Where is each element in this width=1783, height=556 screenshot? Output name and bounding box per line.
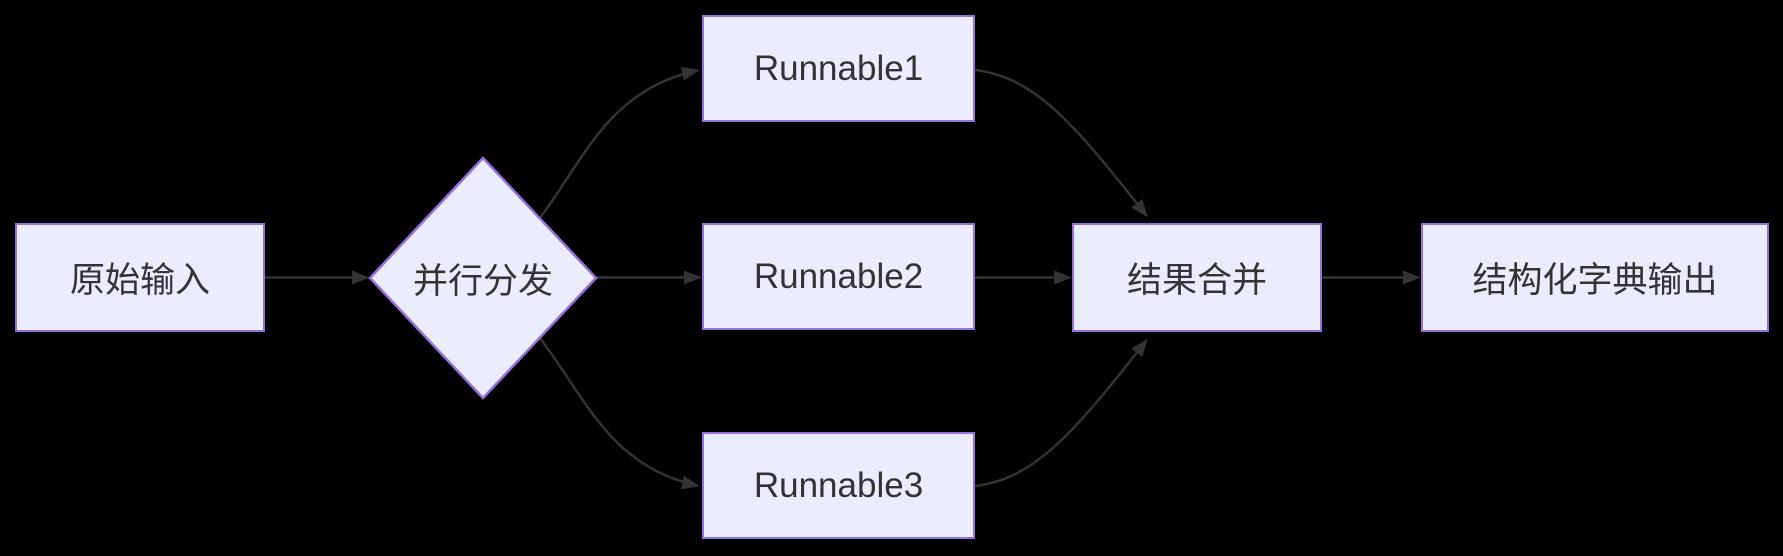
node-dict-output: 结构化字典输出 [1421, 223, 1769, 332]
node-runnable1: Runnable1 [702, 15, 975, 122]
node-runnable2-label: Runnable2 [753, 256, 924, 296]
node-parallel-dispatch-label: 并行分发 [412, 261, 553, 301]
edge-runnable3-to-result-merge [974, 338, 1148, 488]
edge-parallel-dispatch-to-runnable1 [538, 66, 700, 220]
node-raw-input: 原始输入 [15, 223, 265, 332]
node-parallel-dispatch: 并行分发 [363, 248, 603, 308]
edge-parallel-dispatch-to-runnable3 [538, 336, 700, 490]
edge-runnable1-to-result-merge [974, 68, 1148, 218]
node-parallel-dispatch-shape [368, 156, 598, 400]
node-runnable2: Runnable2 [702, 223, 975, 330]
node-runnable3: Runnable3 [702, 432, 975, 539]
node-runnable1-label: Runnable1 [753, 48, 924, 88]
node-result-merge: 结果合并 [1072, 223, 1322, 332]
node-dict-output-label: 结构化字典输出 [1472, 261, 1718, 300]
node-result-merge-label: 结果合并 [1126, 261, 1267, 300]
node-runnable3-label: Runnable3 [753, 465, 924, 505]
node-raw-input-label: 原始输入 [69, 261, 210, 300]
